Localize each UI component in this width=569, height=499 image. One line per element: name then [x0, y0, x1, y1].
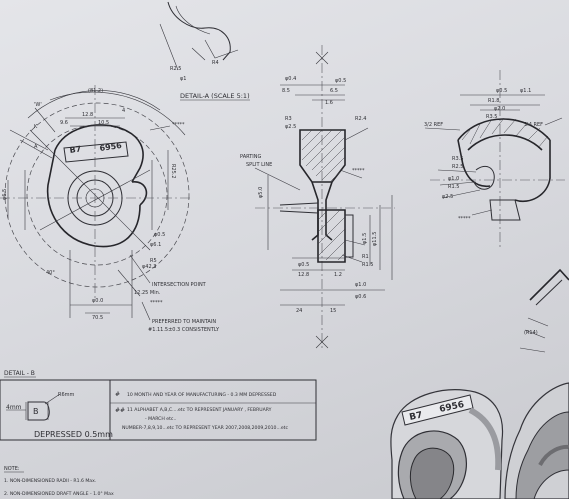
legend-row1-text: 10 MONTH AND YEAR OF MANUFACTURING - 0.3…: [127, 392, 277, 398]
left-main-view: [0, 85, 190, 321]
intersection-point: INTERSECTION POINT: [152, 282, 207, 288]
iso-render-left: [390, 389, 504, 499]
dim-cb-5: 24: [296, 308, 302, 314]
dim-ct-4: 1.6: [325, 100, 333, 106]
iso-stamp-code: B7: [409, 410, 424, 423]
legend-row2-symbol: ##: [115, 407, 125, 414]
dim-ct-6: φ2.5: [285, 124, 296, 130]
dim-cb-6: 15: [330, 308, 336, 314]
legend-row1-symbol: #: [115, 391, 120, 398]
dim-cm-2: φ11.5: [372, 232, 378, 246]
w-mark: 'W': [34, 102, 42, 108]
detail-b-title: DETAIL - B: [4, 370, 35, 377]
legend-table: [0, 379, 317, 441]
notes-title: NOTE:: [4, 466, 20, 472]
dim-ct-7: R2.4: [355, 116, 366, 122]
dim-cm-1: φ1.5: [362, 233, 368, 244]
detail-b-depressed: DEPRESSED 0.5mm: [34, 430, 113, 439]
detail-b-letter-figure: [6, 393, 61, 421]
dim-ct-1: 8.5: [282, 88, 290, 94]
dim-lb-1: R5: [150, 258, 157, 264]
r-ref: 3/2 REF: [424, 122, 443, 128]
svg-text:R2.5: R2.5: [170, 66, 181, 72]
dim-lt-4: R25.2: [170, 164, 176, 179]
detail-b-width: 4mm: [6, 404, 22, 411]
detail-b-radius: R6mm: [58, 392, 75, 398]
stars-center: *****: [352, 168, 365, 174]
dim-rm-2: φ1.0: [448, 176, 459, 182]
dim-ct-5: R3: [285, 116, 292, 122]
dim-cb-4: φ0.6: [355, 294, 366, 300]
stars-right: *****: [458, 216, 471, 222]
dim-cb-3: φ1.0: [355, 282, 366, 288]
note-1: 1. NON-DIMENSIONED RADII - R1.6 Max.: [4, 478, 96, 484]
dim-ref: (81.2): [88, 88, 103, 94]
r-max: 3.4 REF: [524, 122, 543, 128]
dim-cm-4: R1.5: [362, 262, 373, 268]
dim-lt-0: 12.8: [82, 112, 93, 118]
detail-a-title: DETAIL-A (SCALE 5:1): [180, 92, 250, 100]
stamp-code: B7: [69, 144, 82, 155]
section-k: K: [34, 124, 38, 130]
svg-text:R4: R4: [212, 60, 219, 66]
stars-bottom: *****: [150, 300, 163, 306]
dim-min: 12.25 Min.: [134, 290, 161, 296]
dim-lb-3: φ6.1: [150, 242, 161, 248]
dim-rt-1: φ1.1: [520, 88, 531, 94]
dim-rm-1: R2.5: [452, 164, 463, 170]
iso-render-right: [504, 382, 569, 499]
stars-left: *****: [172, 122, 185, 128]
dim-rt-4: R3.5: [486, 114, 497, 120]
dim-lb-4: φ0.5: [154, 232, 165, 238]
dim-rm-4: φ2.5: [442, 194, 453, 200]
section-a: A: [34, 144, 38, 150]
dim-rm-3: R1.5: [448, 184, 459, 190]
dim-b-2: φ6.5: [2, 189, 8, 200]
preferred-line-2: #1.11.5±0.3 CONSISTENTLY: [148, 327, 220, 333]
split-line: SPLIT LINE: [246, 162, 272, 168]
dim-b-1: 70.5: [92, 315, 103, 321]
dim-lb-2: φ42.3: [142, 264, 156, 270]
dim-ct-3: φ0.5: [335, 78, 346, 84]
dim-cm-3: R1: [362, 254, 369, 260]
dim-cm-0: φ5.0: [258, 187, 264, 198]
dim-cb-1: 12.8: [298, 272, 309, 278]
dim-cb-0: φ0.5: [298, 262, 309, 268]
dim-ct-0: φ0.4: [285, 76, 296, 82]
center-section-view: [254, 45, 395, 350]
dim-lt-2: 9.6: [60, 120, 68, 126]
dim-rt-2: R1.8: [488, 98, 499, 104]
dim-rt-0: φ0.5: [496, 88, 507, 94]
dim-b-0: φ0.0: [92, 298, 103, 304]
stamp-number: 6956: [99, 141, 123, 153]
dim-lt-3: 4: [122, 108, 125, 114]
svg-text:φ1: φ1: [180, 76, 186, 82]
legend-row2-line1: 11 ALPHABET A,B,C....etc TO REPRESENT JA…: [127, 407, 272, 413]
right-edge-partial-view: [519, 268, 569, 353]
dim-lt-1: 10.5: [98, 120, 109, 126]
parting: PARTING: [240, 154, 261, 160]
dim-ct-2: 6.5: [330, 88, 338, 94]
dim-cb-2: 1.2: [334, 272, 342, 278]
dim-lb-0: 40°: [46, 270, 55, 276]
note-2: 2. NON-DIMENSIONED DRAFT ANGLE - 1.0° Ma…: [4, 491, 114, 497]
legend-row2-line2: - MARCH etc..: [145, 416, 176, 422]
right-section-view: [424, 70, 565, 250]
dim-rt-3: φ2.0: [494, 106, 505, 112]
dim-rm-0: R3.5: [452, 156, 463, 162]
detail-b-letter: B: [33, 407, 39, 416]
dim-ref-r14: (R14): [524, 330, 538, 336]
preferred-line-1: PREFERRED TO MAINTAIN: [152, 319, 216, 325]
legend-row2-line3: NUMBER-7,8,9,10...etc TO REPRESENT YEAR …: [122, 425, 288, 431]
top-detail-sketch: R2.5 φ1 R4: [159, 1, 239, 82]
